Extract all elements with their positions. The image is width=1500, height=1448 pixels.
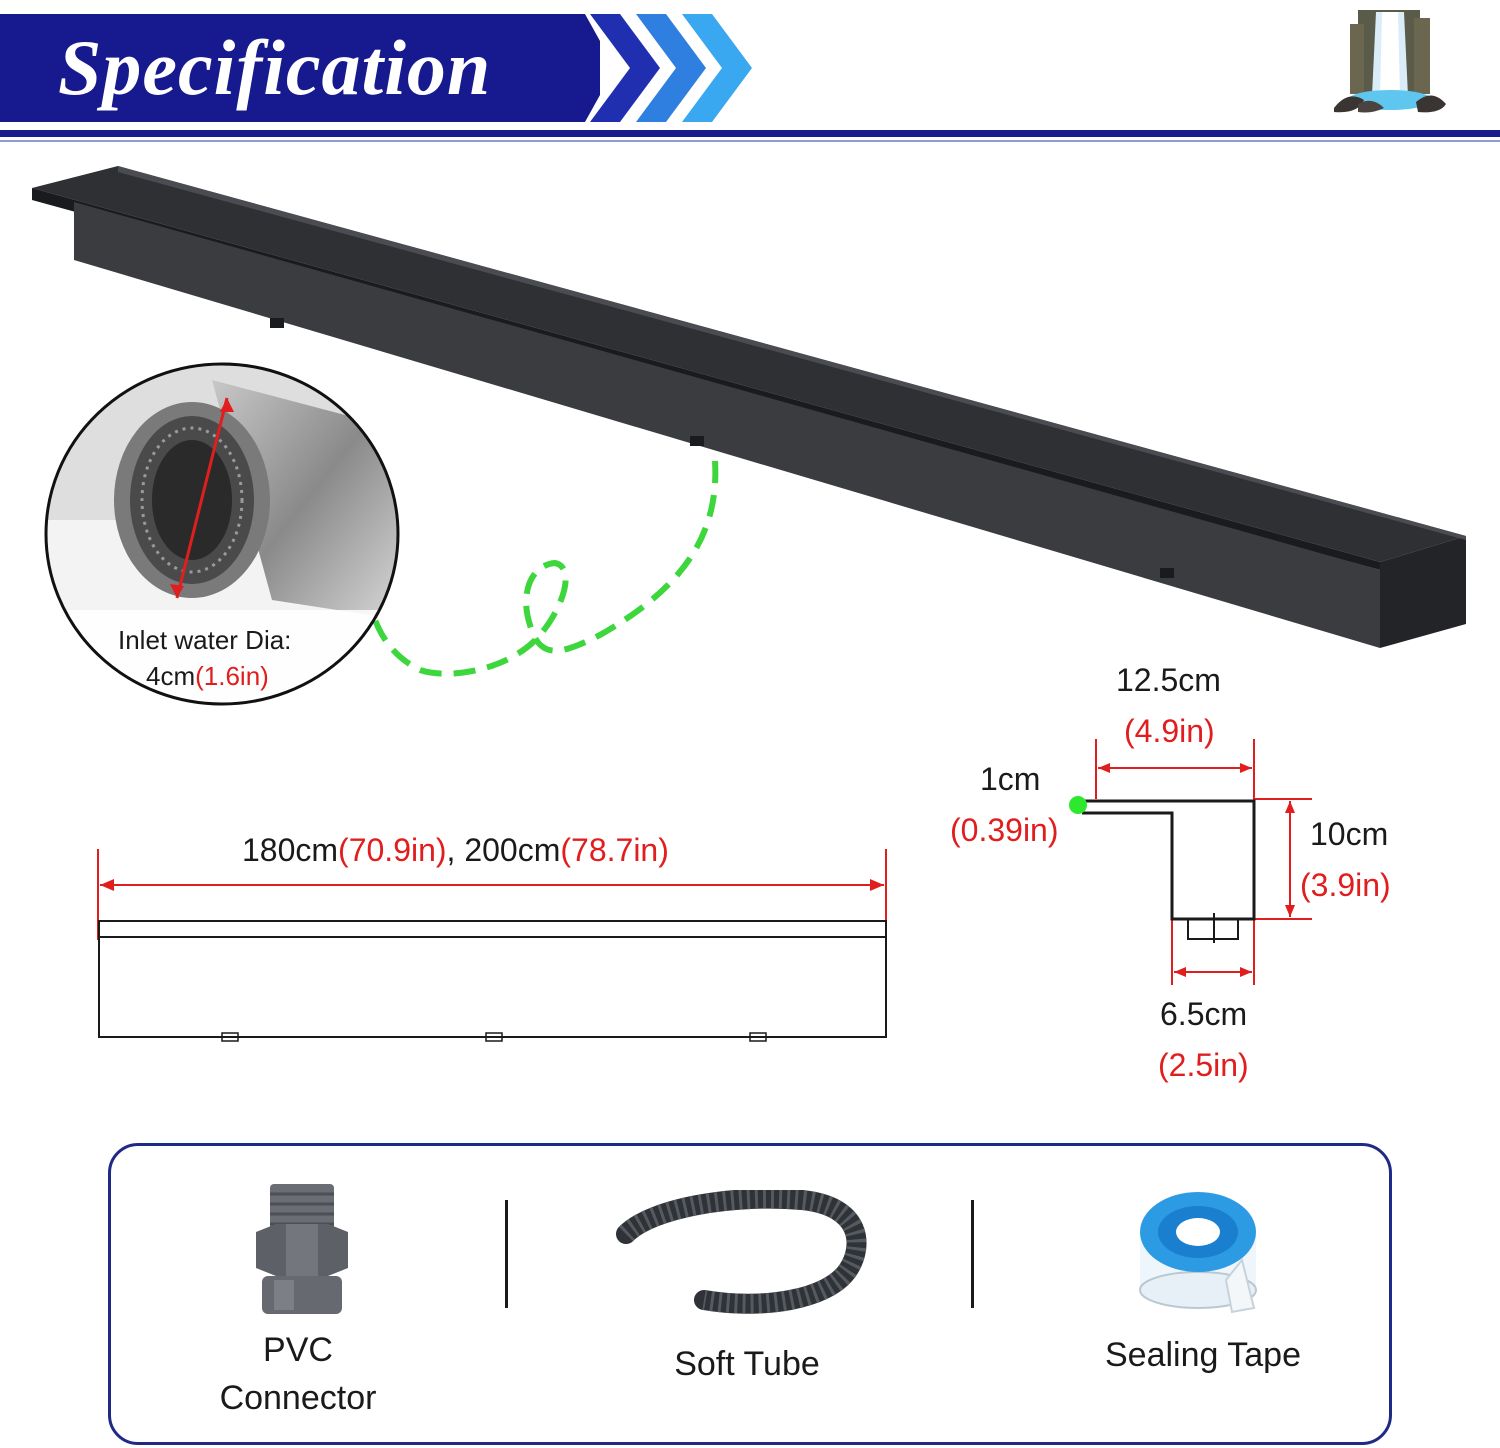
profile-height-metric: 10cm [1310,816,1389,852]
length-metric-2: 200cm [464,832,561,868]
guide-line [372,460,719,677]
profile-drawing [1069,739,1312,985]
length-imperial-1: (70.9in) [338,832,447,868]
length-imperial-2: (78.7in) [560,832,669,868]
chevron-right-icon [590,14,660,122]
header-divider [0,130,1500,137]
profile-width-imperial: (4.9in) [1124,713,1215,749]
page-title: Specification [58,24,492,111]
pvc-connector-icon [256,1184,348,1314]
accessory-label-line: Connector [219,1379,377,1417]
profile-lip-imperial: (0.39in) [950,812,1059,848]
waterfall-logo-icon [1334,10,1446,113]
inlet-label: Inlet water Dia: [118,625,292,655]
accessory-label-line: PVC [263,1331,333,1369]
length-separator: , [446,832,465,868]
length-dimension-label: 180cm(70.9in), 200cm(78.7in) [242,831,669,869]
profile-lip-metric: 1cm [980,761,1041,797]
profile-width-metric: 12.5cm [1116,662,1221,698]
accessory-label-tape: Sealing Tape [1105,1336,1301,1374]
profile-height-imperial: (3.9in) [1300,867,1391,903]
length-drawing [97,849,887,1042]
inlet-metric: 4cm [146,661,196,691]
accessory-label-pvc: PVC Connector [198,1326,398,1422]
accessory-label-tube: Soft Tube [674,1345,820,1383]
accessory-divider [505,1200,508,1308]
length-metric-1: 180cm [242,832,339,868]
chevron-right-icon [636,14,706,122]
soft-tube-icon [616,1190,867,1314]
header-banner [0,14,600,122]
profile-base-metric: 6.5cm [1160,996,1248,1032]
inlet-closeup-image [44,362,400,706]
sealing-tape-icon [1139,1192,1257,1314]
profile-base-imperial: (2.5in) [1158,1047,1249,1083]
inlet-imperial: (1.6in) [195,661,269,691]
accessory-divider [971,1200,974,1308]
header-divider-thin [0,140,1500,142]
spillway-bar-image [32,166,1466,648]
chevron-right-icon [682,14,752,122]
inlet-value: 4cm(1.6in) [146,660,269,692]
